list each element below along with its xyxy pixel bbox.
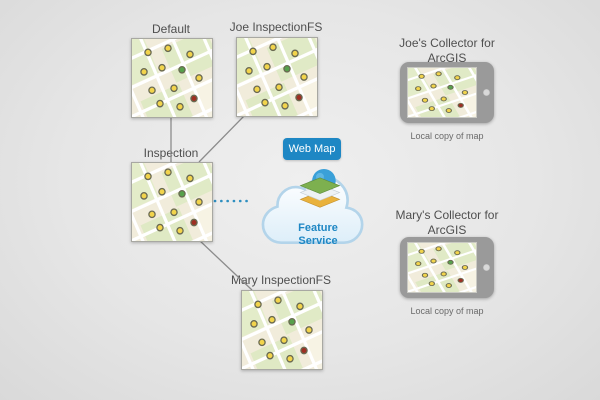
mary-collector-tablet [400,237,494,298]
joe-tablet-map-image [408,68,476,117]
joe-collector-caption: Local copy of map [410,131,484,141]
map-image-default [132,39,212,117]
map-thumbnail-default [131,38,213,118]
map-thumbnail-mary-inspectionfs [241,290,323,370]
joe-collector-tablet [400,62,494,123]
map-thumbnail-inspection [131,162,213,242]
map-thumbnail-joe-inspectionfs [236,37,318,117]
mary-tablet-map-image [408,243,476,292]
mary-tablet-camera-icon [483,264,490,271]
label-joe-inspectionfs: Joe InspectionFS [229,20,323,34]
map-image-mary [242,291,322,369]
mary-collector-title: Mary's Collector for ArcGIS [395,208,499,237]
joe-collector-title: Joe's Collector for ArcGIS [399,36,495,65]
joe-tablet-camera-icon [483,89,490,96]
feature-service-label: Feature Service [298,222,338,248]
label-default: Default [151,22,191,36]
mary-collector-caption: Local copy of map [410,306,484,316]
mary-tablet-map [407,242,477,293]
arcgis-layers-icon [299,168,341,208]
joe-tablet-map [407,67,477,118]
map-image-joe [237,38,317,116]
map-image-inspection [132,163,212,241]
web-map-badge: Web Map [283,138,341,160]
connector-joe-inspection [198,114,246,163]
label-mary-inspectionfs: Mary InspectionFS [230,273,332,287]
connector-mary-inspection [198,239,253,291]
